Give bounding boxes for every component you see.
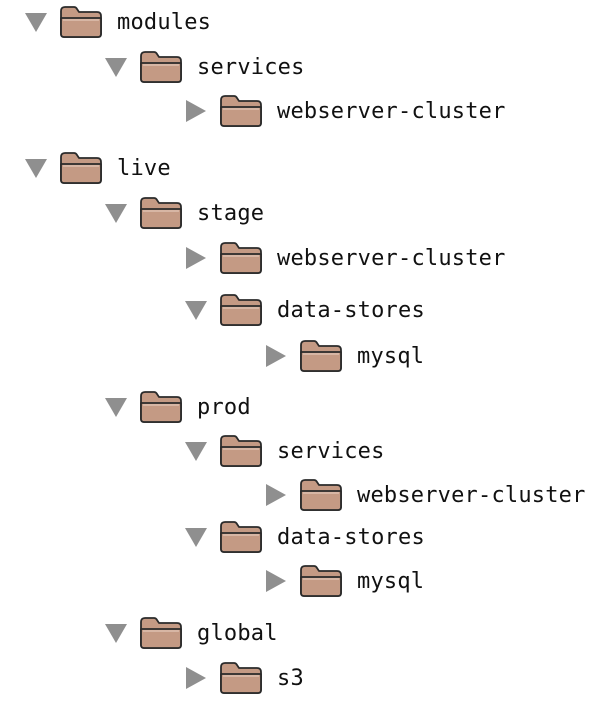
- expanded-triangle-icon[interactable]: [184, 439, 208, 463]
- tree-node-live-prod[interactable]: prod: [104, 387, 251, 427]
- tree-node-modules-services[interactable]: services: [104, 47, 305, 87]
- expanded-triangle-icon[interactable]: [104, 201, 128, 225]
- folder-icon: [59, 5, 103, 39]
- folder-icon: [59, 151, 103, 185]
- folder-icon: [219, 241, 263, 275]
- collapsed-triangle-icon[interactable]: [264, 483, 288, 507]
- folder-label: webserver-cluster: [277, 245, 506, 271]
- folder-icon: [219, 293, 263, 327]
- expanded-triangle-icon[interactable]: [104, 395, 128, 419]
- tree-node-live-global[interactable]: global: [104, 613, 278, 653]
- folder-label: live: [117, 155, 171, 181]
- folder-label: stage: [197, 200, 265, 226]
- tree-node-live-prod-data-stores-mysql[interactable]: mysql: [264, 561, 424, 601]
- collapsed-triangle-icon[interactable]: [264, 344, 288, 368]
- folder-icon: [219, 520, 263, 554]
- tree-node-modules-services-webserver-cluster[interactable]: webserver-cluster: [184, 91, 506, 131]
- tree-node-live-stage-data-stores-mysql[interactable]: mysql: [264, 336, 424, 376]
- collapsed-triangle-icon[interactable]: [184, 246, 208, 270]
- folder-icon: [139, 616, 183, 650]
- tree-node-live-prod-data-stores[interactable]: data-stores: [184, 517, 425, 557]
- folder-icon: [299, 339, 343, 373]
- tree-node-live[interactable]: live: [24, 148, 171, 188]
- tree-node-live-global-s3[interactable]: s3: [184, 658, 304, 698]
- tree-node-live-stage[interactable]: stage: [104, 193, 264, 233]
- collapsed-triangle-icon[interactable]: [184, 99, 208, 123]
- collapsed-triangle-icon[interactable]: [184, 666, 208, 690]
- tree-node-live-prod-services-webserver-cluster[interactable]: webserver-cluster: [264, 475, 586, 515]
- folder-icon: [219, 434, 263, 468]
- folder-icon: [139, 390, 183, 424]
- folder-label: modules: [117, 9, 212, 35]
- folder-label: mysql: [357, 568, 425, 594]
- expanded-triangle-icon[interactable]: [24, 10, 48, 34]
- tree-node-modules[interactable]: modules: [24, 2, 211, 42]
- folder-icon: [299, 564, 343, 598]
- folder-label: services: [277, 438, 385, 464]
- folder-label: global: [197, 620, 278, 646]
- folder-icon: [139, 50, 183, 84]
- folder-label: data-stores: [277, 297, 425, 323]
- expanded-triangle-icon[interactable]: [24, 156, 48, 180]
- folder-label: webserver-cluster: [357, 482, 586, 508]
- folder-label: mysql: [357, 343, 425, 369]
- expanded-triangle-icon[interactable]: [184, 298, 208, 322]
- folder-icon: [219, 661, 263, 695]
- tree-node-live-stage-data-stores[interactable]: data-stores: [184, 290, 425, 330]
- folder-icon: [299, 478, 343, 512]
- folder-icon: [139, 196, 183, 230]
- tree-node-live-prod-services[interactable]: services: [184, 431, 385, 471]
- folder-label: prod: [197, 394, 251, 420]
- folder-label: data-stores: [277, 524, 425, 550]
- expanded-triangle-icon[interactable]: [104, 55, 128, 79]
- folder-label: services: [197, 54, 305, 80]
- expanded-triangle-icon[interactable]: [184, 525, 208, 549]
- tree-node-live-stage-webserver-cluster[interactable]: webserver-cluster: [184, 238, 506, 278]
- expanded-triangle-icon[interactable]: [104, 621, 128, 645]
- folder-label: webserver-cluster: [277, 98, 506, 124]
- folder-icon: [219, 94, 263, 128]
- collapsed-triangle-icon[interactable]: [264, 569, 288, 593]
- folder-label: s3: [277, 665, 304, 691]
